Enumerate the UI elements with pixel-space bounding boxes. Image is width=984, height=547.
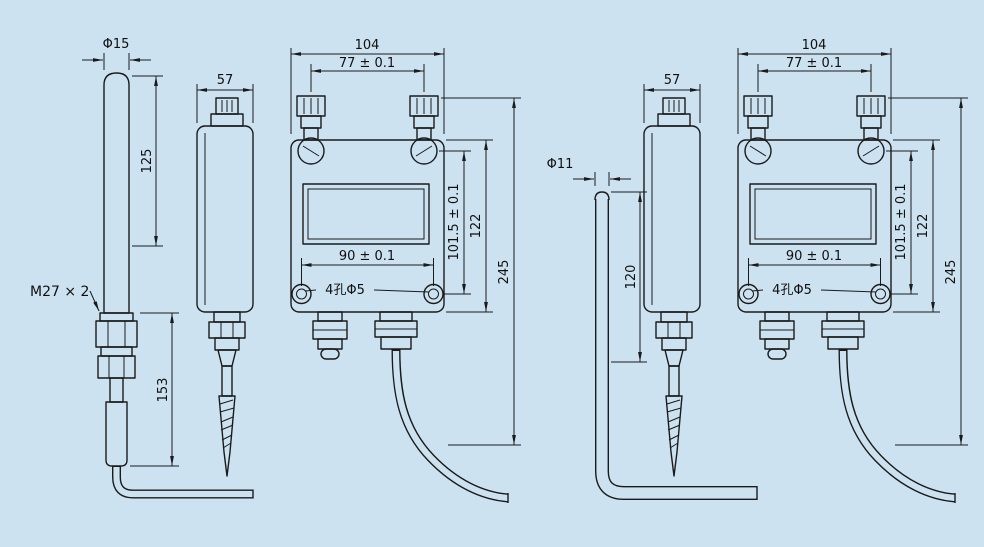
dim-overall-height-right: 245 bbox=[944, 260, 959, 285]
thread-spec-label: M27 × 2 bbox=[30, 284, 89, 300]
left-probe-dimensions: Φ15 125 153 M27 × 2 bbox=[30, 37, 179, 467]
dim-overall-height-left: 245 bbox=[497, 260, 512, 285]
gland-left-tip bbox=[320, 348, 340, 360]
front-dim-lines-left bbox=[290, 48, 521, 446]
dim-side-width-right: 57 bbox=[664, 73, 681, 88]
dim-body-height-right: 122 bbox=[916, 214, 931, 239]
bottom-step bbox=[213, 311, 241, 323]
screw-collar-right bbox=[413, 115, 435, 129]
bottom-hex-facets bbox=[220, 322, 234, 338]
probe-bulb bbox=[103, 72, 130, 314]
screw-collar-left bbox=[300, 115, 322, 129]
probe-sleeve bbox=[105, 401, 128, 467]
right-front-view bbox=[738, 96, 955, 503]
left-side-view bbox=[196, 97, 254, 477]
capillary-probe-fill bbox=[596, 197, 757, 499]
knurl-lines bbox=[221, 100, 233, 112]
right-side-view bbox=[643, 97, 701, 477]
top-button-collar bbox=[210, 113, 244, 127]
dim-hole-span-right: 101.5 ± 0.1 bbox=[894, 183, 909, 260]
left-front-view bbox=[290, 95, 509, 503]
dim-probe-diameter-left: Φ15 bbox=[103, 37, 130, 52]
thread-flange bbox=[99, 312, 134, 322]
dial-slot-left bbox=[302, 145, 320, 157]
holes-note-left: 4孔Φ5 bbox=[325, 283, 365, 298]
right-probe-dimensions: Φ11 120 bbox=[547, 157, 647, 363]
front-dim-texts-right: 104 77 ± 0.1 90 ± 0.1 4孔Φ5 101.5 ± 0.1 1… bbox=[772, 38, 959, 298]
capillary-probe-outline bbox=[595, 199, 757, 500]
capillary-tube-outline bbox=[112, 466, 253, 499]
cable-fill bbox=[392, 350, 509, 502]
gland-left-ring bbox=[317, 338, 343, 350]
dim-front-width-right: 104 bbox=[802, 38, 827, 53]
dim-screw-spacing-right: 77 ± 0.1 bbox=[786, 56, 842, 71]
side-width-dim-lines-right bbox=[644, 84, 700, 123]
mounting-boss-left bbox=[291, 283, 312, 305]
gland-left-neck bbox=[317, 311, 343, 322]
gland-right-nut bbox=[380, 336, 412, 350]
gland-right-neck bbox=[379, 311, 413, 322]
capillary-tube-fill bbox=[113, 467, 253, 498]
dim-screw-spacing-left: 77 ± 0.1 bbox=[339, 56, 395, 71]
dim-side-width-left: 57 bbox=[217, 73, 234, 88]
probe-neck bbox=[109, 377, 124, 403]
display-window-inner bbox=[307, 188, 425, 240]
dim-body-height-left: 122 bbox=[469, 214, 484, 239]
threaded-tip bbox=[218, 395, 236, 477]
bottom-hex-collar bbox=[208, 321, 246, 339]
left-probe bbox=[95, 72, 254, 499]
mounting-hole-left bbox=[296, 288, 307, 300]
hex-nut-lower bbox=[97, 355, 136, 379]
screw-knurl-left bbox=[303, 98, 319, 114]
hex-facets-lower bbox=[108, 356, 125, 378]
hex-facets-upper bbox=[107, 321, 126, 347]
right-probe bbox=[594, 191, 758, 500]
bottom-ring bbox=[214, 337, 240, 351]
thread-hatching bbox=[219, 399, 235, 449]
bottom-taper bbox=[217, 349, 237, 367]
dim-probe-length-left: 125 bbox=[140, 149, 155, 174]
setpoint-dial-right bbox=[410, 137, 438, 165]
capillary-probe-top-cap bbox=[594, 191, 610, 201]
dim-hole-spacing-right: 90 ± 0.1 bbox=[786, 249, 842, 264]
dim-hole-span-left: 101.5 ± 0.1 bbox=[447, 183, 462, 260]
dim-probe-diameter-right: Φ11 bbox=[547, 157, 574, 172]
display-window-outer bbox=[302, 183, 430, 245]
dim-stem-length: 153 bbox=[156, 378, 171, 403]
dim-hole-spacing-left: 90 ± 0.1 bbox=[339, 249, 395, 264]
mounting-hole-right bbox=[428, 288, 439, 300]
dial-slot-right bbox=[415, 145, 433, 157]
screw-knurl-right bbox=[416, 98, 432, 114]
dim-probe-length-right: 120 bbox=[624, 265, 639, 290]
setpoint-dial-left bbox=[297, 137, 325, 165]
tip-cylinder bbox=[221, 365, 233, 397]
front-dim-texts-left: 104 77 ± 0.1 90 ± 0.1 4孔Φ5 101.5 ± 0.1 1… bbox=[325, 38, 512, 298]
hex-nut-upper bbox=[95, 320, 138, 348]
front-body-outline bbox=[290, 139, 445, 313]
mounting-boss-right bbox=[423, 283, 444, 305]
washer bbox=[100, 346, 133, 357]
holes-note-right: 4孔Φ5 bbox=[772, 283, 812, 298]
dim-front-width-left: 104 bbox=[355, 38, 380, 53]
side-width-dim-lines-left bbox=[196, 84, 254, 123]
